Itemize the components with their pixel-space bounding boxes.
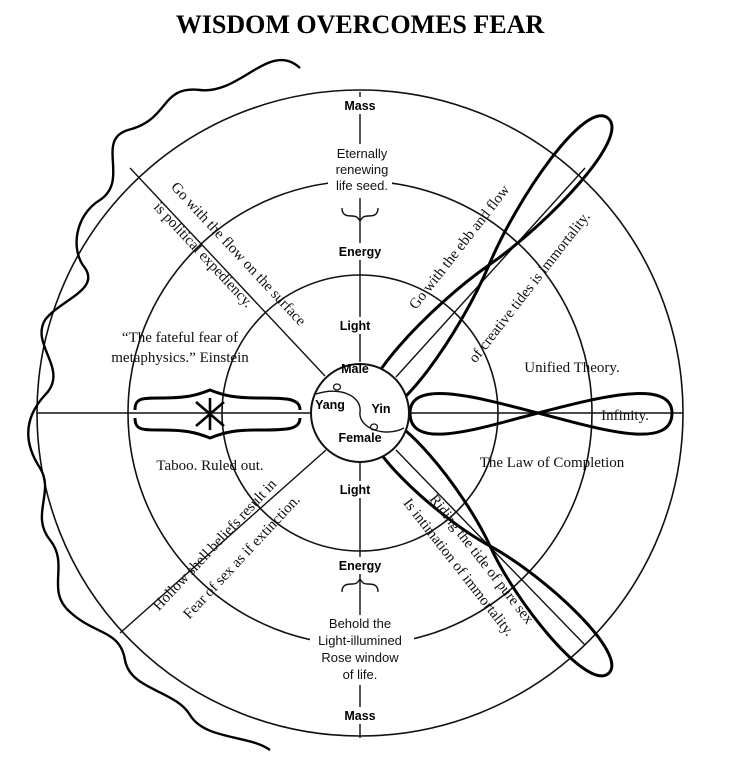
female-label: Female (338, 431, 381, 445)
diagram-title: WISDOM OVERCOMES FEAR (176, 10, 545, 39)
bottom-text-line-4: of life. (343, 667, 378, 682)
male-label: Male (341, 362, 369, 376)
yang-label: Yang (315, 398, 345, 412)
bottom-small-brace (341, 577, 379, 593)
upper-left-text-line-1: Go with the flow on the surface (167, 179, 308, 329)
top-mass-label: Mass (344, 99, 375, 113)
taboo-text: Taboo. Ruled out. (156, 458, 263, 474)
top-text-line-3: life seed. (336, 178, 388, 193)
left-brace-top (133, 388, 302, 411)
yin-label: Yin (372, 402, 391, 416)
top-text-line-1: Eternally (337, 146, 388, 161)
left-star-icon (195, 398, 225, 430)
wavy-boundary (27, 59, 301, 751)
diagonal-upper-right (395, 167, 586, 378)
bottom-light-label: Light (340, 483, 371, 497)
diagonal-lower-left (119, 449, 327, 634)
yin-yang-curve (315, 390, 405, 433)
bottom-text-line-2: Light-illumined (318, 633, 402, 648)
diagonal-upper-left (129, 167, 326, 377)
upper-right-figure-eight (364, 114, 614, 416)
right-figure-eight (408, 392, 674, 436)
bottom-mass-label: Mass (344, 709, 375, 723)
left-brace-bottom (133, 417, 302, 440)
einstein-quote-line-1: “The fateful fear of (122, 330, 238, 346)
yang-dot (332, 383, 342, 391)
unified-theory-text: Unified Theory. (524, 360, 619, 376)
top-small-brace (341, 207, 379, 223)
top-energy-label: Energy (339, 245, 381, 259)
bottom-text-line-3: Rose window (321, 650, 399, 665)
infinity-text: Infinity. (601, 408, 649, 424)
top-light-label: Light (340, 319, 371, 333)
bottom-text-line-1: Behold the (329, 616, 391, 631)
yin-dot (369, 423, 379, 431)
bottom-energy-label: Energy (339, 559, 381, 573)
top-text-line-2: renewing (336, 162, 389, 177)
einstein-quote-line-2: metaphysics.” Einstein (111, 350, 249, 366)
lower-right-figure-eight (366, 414, 614, 678)
law-of-completion-text: The Law of Completion (480, 455, 625, 471)
